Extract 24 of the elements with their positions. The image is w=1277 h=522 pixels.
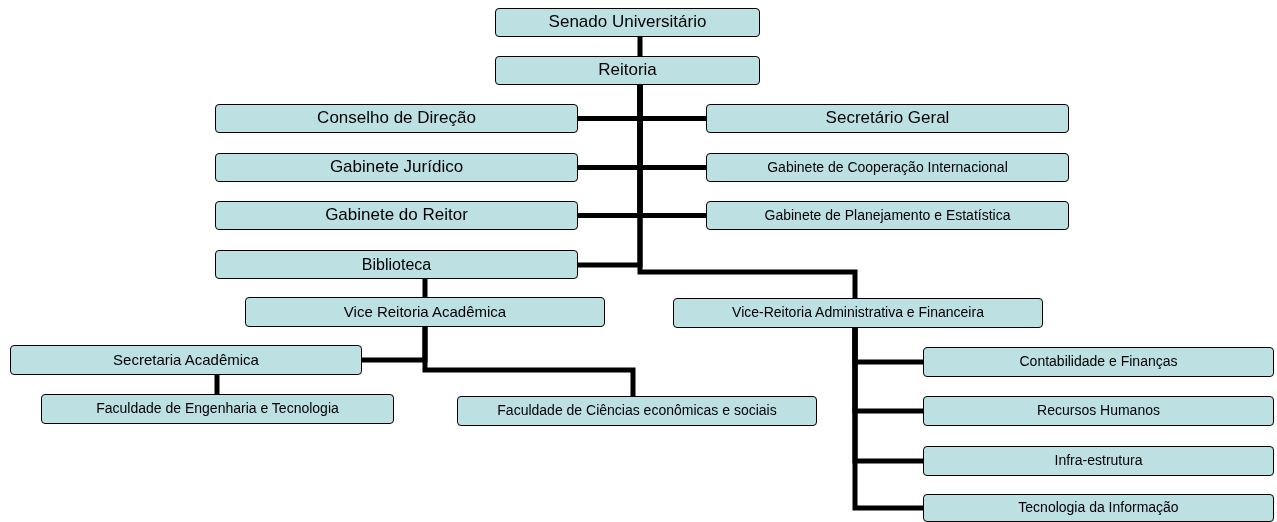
org-unit-box: Gabinete do Reitor — [215, 201, 578, 230]
org-unit-box: Contabilidade e Finanças — [923, 347, 1274, 377]
org-unit-box: Reitoria — [495, 56, 760, 85]
connector-line — [637, 37, 643, 56]
org-unit-box: Secretário Geral — [706, 104, 1069, 133]
org-unit-box: Senado Universitário — [495, 8, 760, 37]
org-unit-box: Recursos Humanos — [923, 396, 1274, 426]
org-unit-box: Tecnologia da Informação — [923, 494, 1274, 522]
connector-line — [422, 279, 428, 297]
connector-line — [852, 328, 923, 511]
org-unit-box: Secretaria Acadêmica — [10, 345, 362, 375]
org-unit-box: Conselho de Direção — [215, 104, 578, 133]
org-unit-box: Faculdade de Engenharia e Tecnologia — [41, 394, 394, 424]
org-unit-box: Gabinete de Planejamento e Estatística — [706, 201, 1069, 230]
org-unit-box: Faculdade de Ciências econômicas e sociais — [457, 396, 817, 426]
org-unit-box: Vice-Reitoria Administrativa e Financeira — [673, 298, 1043, 328]
org-unit-box: Gabinete Jurídico — [215, 153, 578, 182]
connector-line — [422, 327, 636, 396]
org-unit-box: Vice Reitoria Acadêmica — [245, 297, 605, 327]
connector-line — [214, 375, 220, 394]
org-unit-box: Gabinete de Cooperação Internacional — [706, 153, 1069, 182]
org-unit-box: Biblioteca — [215, 250, 578, 279]
connector-line — [637, 85, 858, 298]
org-unit-box: Infra-estrutura — [923, 446, 1274, 476]
